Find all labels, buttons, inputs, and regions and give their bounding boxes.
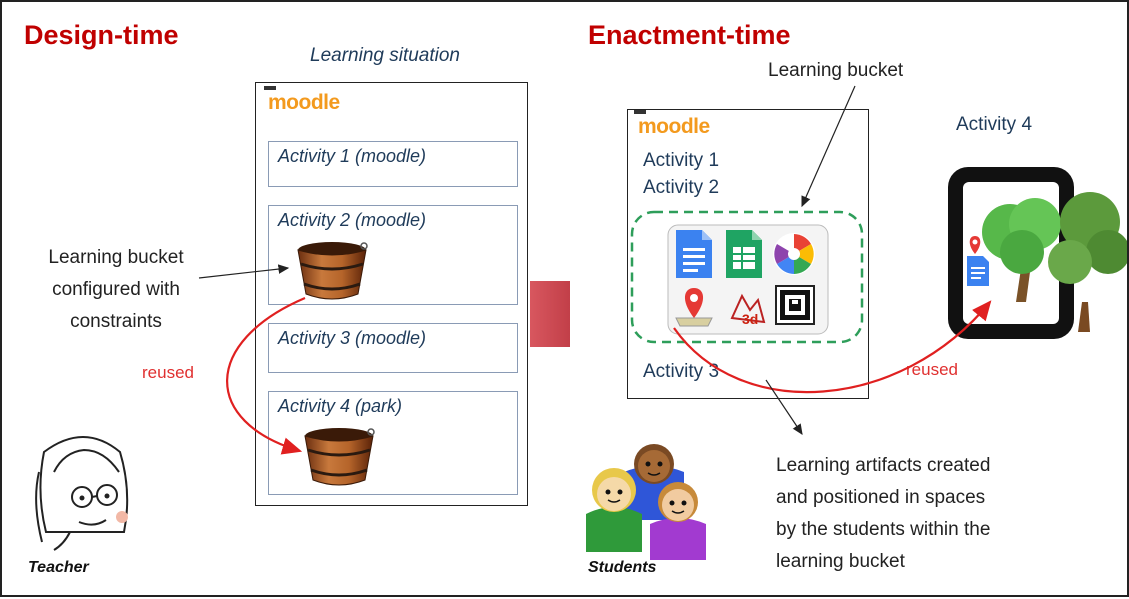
learning-bucket-outline [630,210,864,344]
activity-2-label: Activity 2 [643,177,720,198]
activity-1-label: Activity 1 [643,150,720,171]
sheets-icon [726,230,762,278]
docs-icon [967,256,989,286]
moodle-logo: moodle [634,110,710,139]
reused-label-right: reused [906,360,958,379]
design-time-heading: Design-time [24,20,179,50]
qr-code-icon [775,285,815,325]
activity-3-label: Activity 3 (moodle) [278,328,427,348]
graduation-cap-icon [264,86,276,90]
learning-bucket-label: Learning bucket [768,60,904,81]
activity-3-box: Activity 3 (moodle) [268,323,518,373]
3d-model-icon: 3d [730,293,766,327]
enactment-time-panel: Enactment-time Learning bucket moodle Ac… [570,0,1129,597]
activity-4-label: Activity 4 [956,114,1033,135]
moodle-logo: moodle [264,86,340,115]
learning-situation-title: Learning situation [310,45,460,66]
activity-4-label: Activity 4 (park) [278,396,403,416]
bucket-config-note: Learning bucket configured with constrai… [48,247,184,332]
wooden-bucket-icon [297,242,368,300]
map-pin-icon [675,288,713,327]
docs-icon [676,230,712,278]
svg-text:3d: 3d [742,311,758,327]
activity-2-label: Activity 2 (moodle) [278,210,427,230]
design-time-panel: Design-time Learning situation moodle Ac… [0,0,572,597]
left-diagram-graphics [35,242,375,551]
artifacts-note: Learning artifacts created and positione… [776,455,991,572]
map-pin-icon [969,236,981,254]
reused-label-left: reused [142,363,194,382]
picasa-icon [773,233,815,275]
activity-1-label: Activity 1 (moodle) [278,146,427,166]
activity-3-label: Activity 3 [643,361,720,382]
enactment-time-heading: Enactment-time [588,20,791,50]
tree-icon [982,192,1127,332]
activity-1-box: Activity 1 (moodle) [268,141,518,187]
wooden-bucket-icon [304,428,375,486]
students-label: Students [588,559,657,576]
teacher-label: Teacher [28,559,89,576]
right-diagram-graphics: 3d [586,85,1127,560]
graduation-cap-icon [634,110,646,114]
teacher-avatar [35,436,129,551]
students-avatar [586,444,706,560]
